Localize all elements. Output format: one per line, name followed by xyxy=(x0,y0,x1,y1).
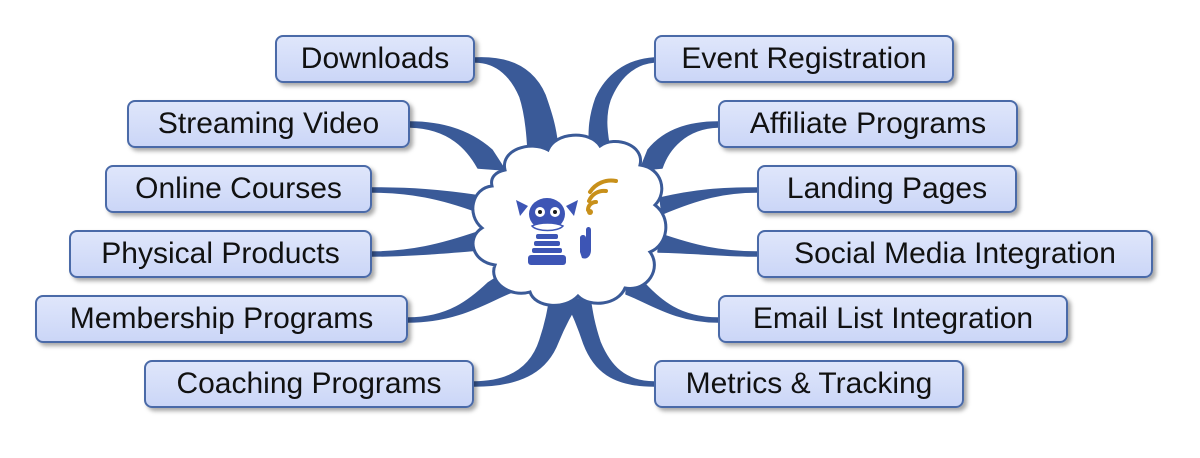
node-coaching-programs[interactable]: Coaching Programs xyxy=(144,360,474,408)
node-streaming-video[interactable]: Streaming Video xyxy=(127,100,410,148)
node-landing-pages[interactable]: Landing Pages xyxy=(757,165,1017,213)
node-physical-products[interactable]: Physical Products xyxy=(69,230,372,278)
connector-downloads xyxy=(474,57,559,151)
connector-affiliate-programs xyxy=(639,121,719,171)
connector-online-courses xyxy=(371,187,481,213)
connector-landing-pages xyxy=(659,187,758,215)
central-cloud xyxy=(471,133,668,307)
connector-coaching-programs xyxy=(473,297,581,387)
connector-streaming-video xyxy=(409,121,506,171)
connector-metrics-tracking xyxy=(565,297,655,387)
node-metrics-tracking[interactable]: Metrics & Tracking xyxy=(654,360,964,408)
node-social-media-integration[interactable]: Social Media Integration xyxy=(757,230,1153,278)
node-email-list-integration[interactable]: Email List Integration xyxy=(718,295,1068,343)
node-event-registration[interactable]: Event Registration xyxy=(654,35,954,83)
robot-wifi-icon xyxy=(516,178,618,265)
connector-social-media-integration xyxy=(657,233,758,257)
connector-email-list-integration xyxy=(625,271,719,323)
node-downloads[interactable]: Downloads xyxy=(275,35,475,83)
node-affiliate-programs[interactable]: Affiliate Programs xyxy=(718,100,1018,148)
node-membership-programs[interactable]: Membership Programs xyxy=(35,295,408,343)
connector-event-registration xyxy=(588,57,655,151)
connector-physical-products xyxy=(371,231,481,257)
node-online-courses[interactable]: Online Courses xyxy=(105,165,372,213)
